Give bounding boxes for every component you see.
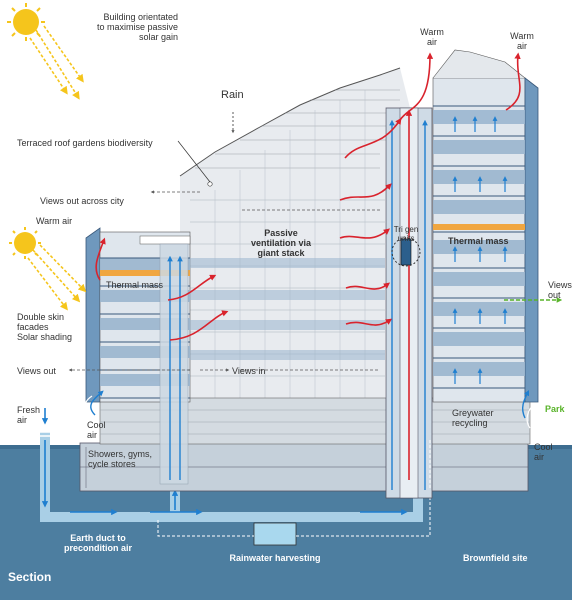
rainwater-tank <box>253 522 297 546</box>
brownfield-label: Brownfield site <box>463 553 528 563</box>
views-out-right-label: Views out <box>548 280 572 300</box>
section-title: Section <box>8 570 52 584</box>
rainwater-label: Rainwater harvesting <box>229 553 321 563</box>
views-in-label: Views in <box>232 366 266 376</box>
park-label: Park <box>545 404 565 414</box>
cool-air-arrows <box>90 389 530 419</box>
warm-air-label-top1: Warm air <box>420 27 444 47</box>
thermal-mass-left-label: Thermal mass <box>106 280 164 290</box>
showers-label: Showers, gyms, cycle stores <box>88 449 153 469</box>
cool-air-left-label: Cool air <box>87 420 106 440</box>
views-out-left-label: Views out <box>17 366 56 376</box>
thermal-mass-right <box>433 224 525 230</box>
right-wing-airflow <box>452 116 508 384</box>
fresh-air-label: Fresh air <box>17 405 41 425</box>
cool-air-right-label: Cool air <box>534 442 553 462</box>
warm-air-arrows <box>95 52 521 341</box>
rain-label: Rain <box>221 89 244 101</box>
thermal-mass-left <box>100 270 190 276</box>
earth-duct-label: Earth duct to precondition air <box>63 533 132 553</box>
warm-air-label-left: Warm air <box>36 216 73 226</box>
greywater-label: Greywater recycling <box>452 408 494 428</box>
double-skin-label: Double skin facades Solar shading <box>17 312 73 342</box>
left-riser <box>159 243 189 485</box>
solar-gain-label: Building orientated to maximise passive … <box>96 12 178 42</box>
sun-icon <box>7 3 84 100</box>
right-wing <box>432 49 539 403</box>
central-stack <box>385 107 433 499</box>
passive-ventilation-label: Passive ventilation via giant stack <box>250 228 312 258</box>
roof-gardens-label: Terraced roof gardens biodiversity <box>17 138 153 148</box>
earth-duct-arrows <box>41 440 408 516</box>
sun-icon-lower <box>9 227 87 311</box>
trigen-label: Tri gen units <box>393 225 419 243</box>
views-city-label: Views out across city <box>40 196 124 206</box>
warm-air-label-top2: Warm air <box>510 31 534 51</box>
thermal-mass-right-label: Thermal mass <box>448 236 509 246</box>
